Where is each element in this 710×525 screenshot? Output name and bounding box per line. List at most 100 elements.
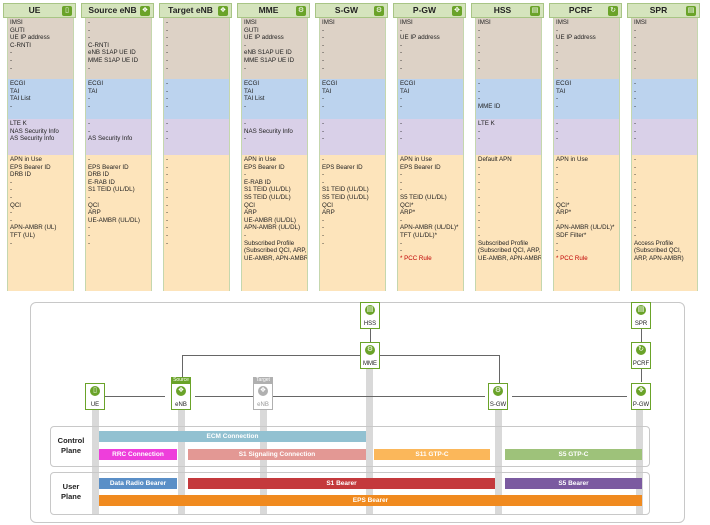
column-header: PCRF↻ [549, 3, 622, 18]
bearer-field: * PCC Rule [400, 254, 432, 262]
s5-gtpc-bar: S5 GTP-C [505, 449, 642, 460]
bearer-band: ------------ [164, 155, 229, 291]
context-field: - [166, 41, 169, 49]
bearer-field: EPS Bearer ID [400, 163, 441, 171]
bearer-field: - [400, 247, 403, 255]
bearer-field: - [10, 209, 13, 217]
security-field: - [166, 120, 169, 127]
location-field: TAI [322, 87, 332, 95]
security-field: - [166, 127, 169, 135]
ecm-connection-bar: ECM Connection [99, 431, 366, 442]
context-field: - [322, 64, 325, 72]
column-title: P-GW [412, 5, 437, 15]
context-field: MME S1AP UE ID [244, 56, 295, 64]
column-title: UE [28, 5, 41, 15]
security-field: LTE K [10, 120, 27, 127]
database-icon: ▤ [686, 6, 696, 16]
bearer-field: Default APN [478, 156, 512, 163]
location-field: ECGI [244, 80, 260, 87]
bearer-field: - [556, 247, 559, 255]
bearer-band: -----------Access Profile(Subscribed QCI… [632, 155, 697, 291]
context-field: - [166, 64, 169, 72]
bearer-field: - [88, 193, 91, 201]
context-field: - [10, 56, 13, 64]
ue-lifeline [92, 408, 99, 514]
security-field: - [634, 120, 637, 127]
column-header: SPR▤ [627, 3, 700, 18]
antenna-icon: ❖ [258, 386, 268, 396]
location-field: - [88, 95, 91, 103]
bearer-field: - [10, 216, 13, 224]
bearer-field: - [400, 178, 403, 186]
ue-node-label: UE [90, 402, 100, 408]
bearer-field: - [478, 216, 481, 224]
bearer-field: EPS Bearer ID [322, 163, 363, 171]
bearer-field: (Subscribed QCI, ARP, [478, 247, 541, 255]
bearer-field: - [10, 239, 13, 247]
antenna-icon: ❖ [176, 386, 186, 396]
location-band: ---- [164, 79, 229, 119]
data-radio-bearer-bar: Data Radio Bearer [99, 478, 177, 489]
security-field: - [244, 135, 247, 143]
pcrf-pgw-link [641, 368, 642, 382]
bearer-field: Subscribed Profile [244, 239, 295, 247]
database-icon: ▤ [636, 305, 646, 315]
bearer-field: S1 TEID (UL/DL) [88, 186, 135, 194]
context-field: IMSI [10, 19, 23, 26]
gear-icon: ⚙ [296, 6, 306, 16]
enb-mme-link [182, 355, 361, 356]
bearer-field: Access Profile [634, 239, 674, 247]
sgw-pgw-link [512, 396, 627, 397]
column-header: Target eNB❖ [159, 3, 232, 18]
context-field: - [556, 41, 559, 49]
bearer-field: - [10, 186, 13, 194]
security-field: - [634, 127, 637, 135]
location-field: - [556, 95, 559, 103]
location-field: - [88, 102, 91, 110]
bearer-field: EPS Bearer ID [10, 163, 51, 171]
bearer-field: - [10, 178, 13, 186]
sgw-lifeline [495, 408, 502, 514]
bearer-field: APN in Use [400, 156, 432, 163]
spr-pcrf-link [641, 328, 642, 342]
location-field: - [478, 87, 481, 95]
bearer-field: - [400, 186, 403, 194]
source-enb-lifeline [178, 408, 185, 514]
security-field: AS Security Info [88, 135, 133, 143]
bearer-field: - [400, 171, 403, 179]
security-field: - [400, 120, 403, 127]
location-field: - [166, 95, 169, 103]
location-field: TAI List [244, 95, 265, 103]
bearer-field: - [400, 239, 403, 247]
column-title: Target eNB [168, 5, 213, 15]
security-field: - [556, 120, 559, 127]
gear-icon: ⚙ [493, 386, 503, 396]
bearer-field: - [10, 193, 13, 201]
context-field: - [556, 64, 559, 72]
security-band: --- [632, 119, 697, 155]
context-field: - [478, 26, 481, 34]
mme-lifeline [366, 368, 373, 514]
bearer-field: S1 TEID (UL/DL) [322, 186, 369, 194]
location-field: - [166, 87, 169, 95]
pcrf-node: ↻ PCRF [631, 342, 651, 369]
context-band: IMSI-UE IP address---- [554, 18, 619, 79]
hss-node-label: HSS [363, 321, 377, 327]
context-field: IMSI [400, 19, 413, 26]
source-tag: Source [171, 377, 191, 384]
security-field: - [322, 127, 325, 135]
bearer-field: - [478, 201, 481, 209]
spr-node: ▤ SPR [631, 302, 651, 329]
column-body: -------------------------- [163, 18, 230, 291]
bearer-field: - [478, 178, 481, 186]
eps-bearer-bar: EPS Bearer [99, 495, 642, 506]
context-field: IMSI [478, 19, 491, 26]
bearer-field: - [166, 163, 169, 171]
pgw-lifeline [636, 408, 643, 514]
bearer-field: TFT (UL) [10, 231, 35, 239]
bearer-field: APN-AMBR (UL/DL) [244, 224, 301, 232]
bearer-band: Default APN----------Subscribed Profile(… [476, 155, 541, 291]
